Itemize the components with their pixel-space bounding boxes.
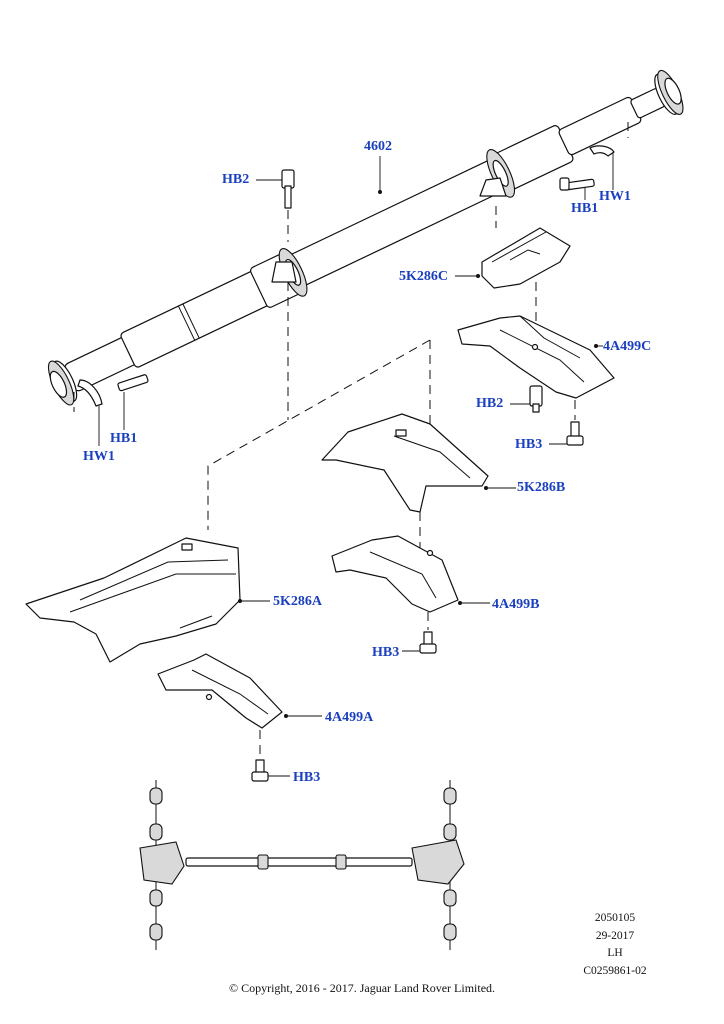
illustration-id: C0259861-02 — [583, 964, 647, 977]
callout-hb1-left[interactable]: HB1 — [110, 431, 138, 446]
bracket-4a499b[interactable] — [331, 535, 459, 613]
callout-4602[interactable]: 4602 — [364, 139, 392, 154]
callout-5k286c[interactable]: 5K286C — [399, 269, 448, 284]
callout-hw1-right[interactable]: HW1 — [599, 189, 631, 204]
callout-hb1-right[interactable]: HB1 — [571, 201, 599, 216]
bolt-hb3-b[interactable] — [419, 631, 437, 654]
callout-hb3-a[interactable]: HB3 — [293, 770, 321, 785]
washer-hw1-left[interactable] — [77, 379, 103, 407]
bolt-hb3-c[interactable] — [566, 421, 584, 446]
reference-side: LH — [607, 947, 623, 959]
bolt-hb1-left[interactable] — [117, 374, 149, 392]
callout-hb3-b[interactable]: HB3 — [372, 645, 400, 660]
bolt-hb1-right[interactable] — [559, 177, 595, 191]
callout-4a499a[interactable]: 4A499A — [325, 710, 374, 725]
callout-hb2-mid[interactable]: HB2 — [476, 396, 504, 411]
callout-4a499b[interactable]: 4A499B — [492, 597, 540, 612]
vehicle-driveline-locator — [139, 780, 465, 950]
propeller-shaft[interactable] — [42, 65, 690, 410]
bolt-hb2-top[interactable] — [281, 169, 295, 209]
callout-4a499c[interactable]: 4A499C — [603, 339, 652, 354]
callout-5k286a[interactable]: 5K286A — [273, 594, 322, 609]
copyright-notice: © Copyright, 2016 - 2017. Jaguar Land Ro… — [228, 981, 496, 995]
callout-hw1-left[interactable]: HW1 — [83, 449, 115, 464]
callout-hb2-top[interactable]: HB2 — [222, 172, 250, 187]
bolt-hb2-mid[interactable] — [529, 385, 543, 413]
reference-date: 29-2017 — [595, 929, 635, 942]
washer-hw1-right[interactable] — [589, 145, 615, 157]
bracket-4a499a[interactable] — [157, 653, 283, 729]
callout-5k286b[interactable]: 5K286B — [517, 480, 566, 495]
bracket-4a499c[interactable] — [457, 315, 615, 399]
reference-block: 2050105 29-2017 LH C0259861-02 — [575, 910, 655, 980]
bolt-hb3-a[interactable] — [251, 759, 269, 782]
heat-shield-5k286c[interactable] — [481, 227, 571, 289]
reference-code: 2050105 — [594, 912, 636, 924]
heat-shield-5k286a[interactable] — [25, 537, 241, 663]
heat-shield-5k286b[interactable] — [321, 413, 489, 513]
callout-hb3-c[interactable]: HB3 — [515, 437, 543, 452]
